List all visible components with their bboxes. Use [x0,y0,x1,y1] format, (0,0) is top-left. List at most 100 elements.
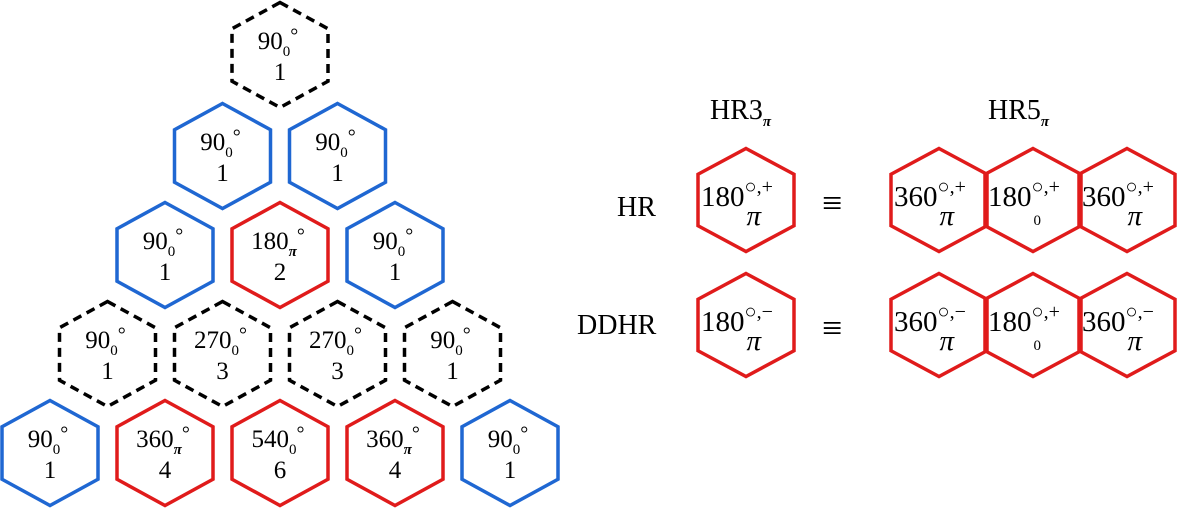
degree-symbol: ° [60,423,68,445]
angle-superscript: ○,− [1126,301,1154,323]
hexagon-outline [172,299,273,409]
hexagon-count-label: 1 [504,457,517,484]
angle-subscript: π [404,442,413,458]
hexagon-count-label: 1 [446,358,459,385]
angle-value: 360 [136,426,174,453]
angle-value: 360 [894,306,938,338]
angle-subscript: 0 [289,442,297,458]
pyramid-hexagon: 900°1 [460,398,560,508]
hr5-header-text: HR5 [988,95,1041,126]
angle-subscript: 0 [53,442,61,458]
hexagon-angle-label: 900° [258,25,299,60]
hexagon-angle-label: 360○,+ [894,176,966,213]
hr3-header-sub: π [763,114,772,130]
angle-value: 90 [143,228,168,255]
angle-superscript: ○,+ [938,176,966,198]
degree-symbol: ° [297,423,305,445]
angle-subscript: 0 [283,44,291,60]
hexagon-count-label: 2 [274,259,287,286]
hexagon-outline [115,398,215,508]
degree-symbol: ° [405,225,413,247]
hexagon-count-label: 4 [159,457,172,484]
angle-value: 90 [315,129,340,156]
hr-hexagon: 360○,+π [889,146,989,254]
equiv-symbol-ddhr: ≡ [822,308,842,348]
hexagon-angle-label: 900° [143,225,184,260]
degree-symbol: ° [182,423,190,445]
hexagon-count-label: 4 [389,457,402,484]
hexagon-angle-label: 900° [373,225,414,260]
pyramid-hexagon: 5400°6 [230,398,330,508]
hexagon-angle-label: 180○,− [701,301,773,338]
angle-subscript: π [1128,325,1144,357]
hexagon-count-label: 3 [331,358,344,385]
angle-superscript: ○,+ [1126,176,1154,198]
angle-subscript: 0 [168,244,176,260]
hexagon-outline [402,299,503,409]
degree-symbol: ° [290,25,298,47]
hexagon-angle-label: 360π° [366,423,420,458]
pyramid-hexagon: 900°1 [172,101,273,211]
degree-symbol: ° [520,423,528,445]
angle-superscript: ○,+ [745,176,773,198]
angle-value: 180 [988,181,1032,213]
angle-subscript: 0 [1034,338,1042,354]
hexagon-angle-label: 360○,+ [1082,176,1154,213]
angle-value: 90 [28,426,53,453]
svg-text:HR3π: HR3π [710,95,772,130]
angle-subscript: 0 [347,343,355,359]
pyramid-hexagon: 360π°4 [345,398,445,508]
angle-subscript: 0 [1034,213,1042,229]
angle-subscript: 0 [455,343,463,359]
angle-value: 180 [701,181,745,213]
hr-hexagon: 360○,+π [1077,146,1177,254]
hr-equivalence-panel: 180○,+π360○,+π180○,+0360○,+π180○,−π360○,… [696,146,1177,379]
hexagon-count-label: 1 [216,160,229,187]
pyramid-hexagon: 900°1 [345,200,445,310]
angle-value: 180 [251,228,289,255]
hexagon-outline [57,299,158,409]
angle-superscript: ○,+ [1032,301,1060,323]
degree-symbol: ° [118,324,126,346]
hexagon-angle-label: 2700° [194,324,247,359]
angle-superscript: ○,− [745,301,773,323]
pyramid-hexagon: 360π° 4 [115,398,215,508]
hexagon-outline [696,271,796,379]
hr-hexagon: 360○,−π [1077,271,1177,379]
hexagon-count-label: 1 [44,457,57,484]
hexagon-angle-label: 180π° [251,225,305,260]
pyramid-hexagon: 180π°2 [230,200,330,310]
hexagon-angle-label: 900° [28,423,69,458]
hexagon-angle-label: 360○,− [894,301,966,338]
pyramid-hexagon: 900°1 [287,101,388,211]
angle-value: 270 [194,327,232,354]
angle-subscript: 0 [225,145,233,161]
hexagon-outline [230,0,330,110]
pyramid-hexagon: 900°1 [115,200,215,310]
angle-subscript: π [174,442,183,458]
pyramid-hexagon: 2700°3 [287,299,388,409]
hexagon-count-label: 6 [274,457,287,484]
row-label-hr: HR [617,192,656,223]
hexagon-angle-label: 900° [488,423,529,458]
hr3-header: HR3π [710,95,772,130]
hexagon-angle-label: 2700° [309,324,362,359]
hr-hexagon: 360○,−π [889,271,989,379]
hexagon-count-label: 1 [274,59,287,86]
degree-symbol: ° [412,423,420,445]
hexagon-outline [230,398,330,508]
hexagon-outline [1077,146,1177,254]
hexagon-outline [230,200,330,310]
angle-subscript: π [940,200,956,232]
angle-value: 90 [200,129,225,156]
angle-subscript: π [1128,200,1144,232]
hr-hexagon: 180○,+0 [983,271,1083,379]
degree-symbol: ° [233,126,241,148]
angle-superscript: ○,− [938,301,966,323]
pyramid-hexagon: 2700°3 [172,299,273,409]
angle-value: 270 [309,327,347,354]
degree-symbol: ° [239,324,247,346]
degree-symbol: ° [463,324,471,346]
angle-value: 180 [701,306,745,338]
